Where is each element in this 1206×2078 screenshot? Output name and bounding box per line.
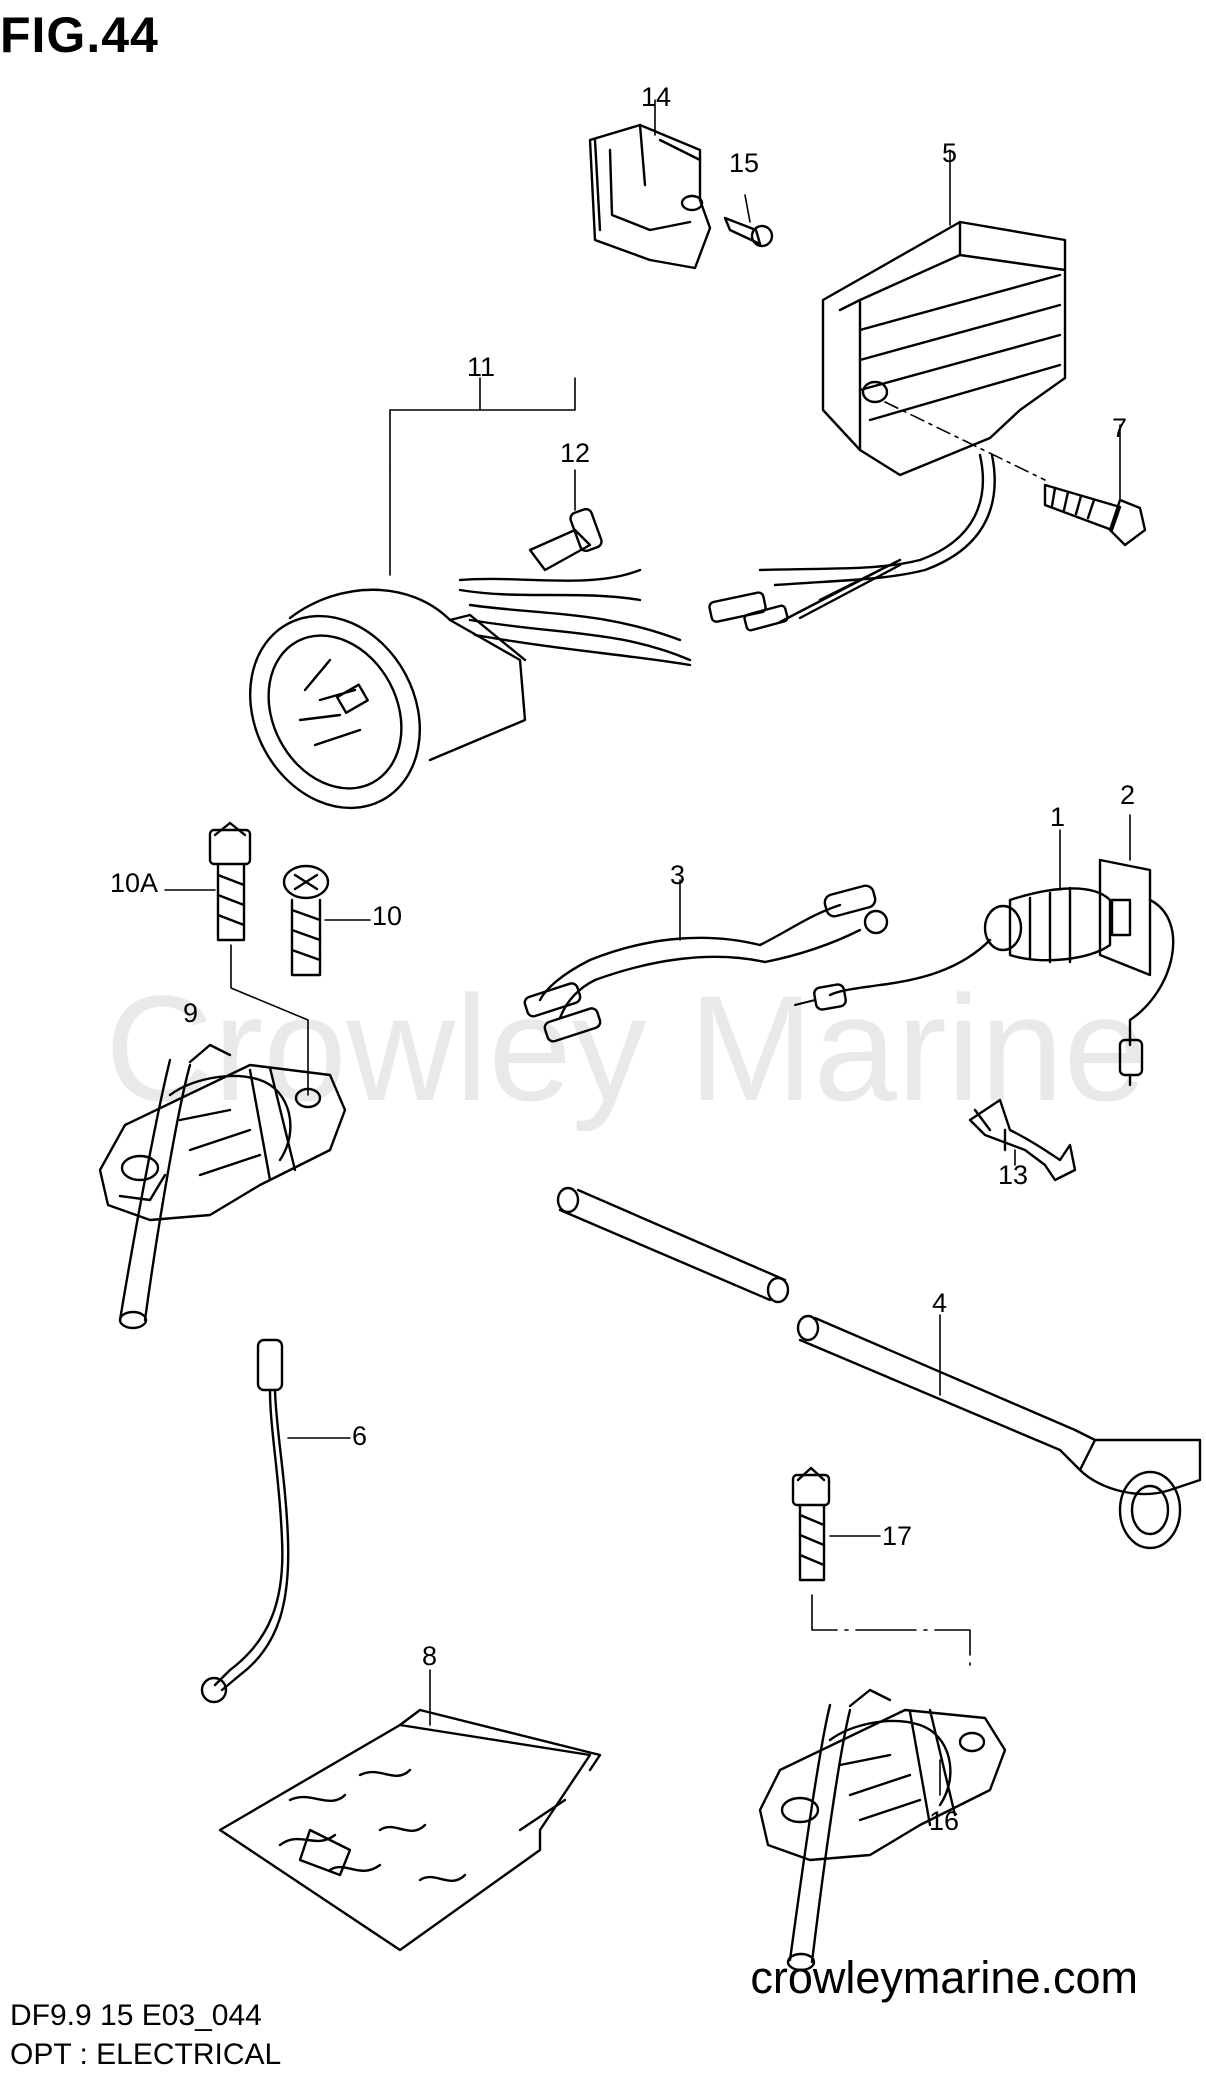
figure-caption: OPT : ELECTRICAL (10, 2038, 282, 2071)
site-url[interactable]: crowleymarine.com (750, 1952, 1138, 2003)
callout-13: 13 (998, 1160, 1028, 1190)
part-16-coil (758, 1688, 1007, 1972)
part-11-tachometer (248, 377, 692, 810)
part-7-bolt (1043, 424, 1147, 547)
callout-16: 16 (929, 1806, 959, 1836)
callout-10a: 10A (110, 868, 158, 898)
callout-15: 15 (729, 148, 759, 178)
callout-8: 8 (422, 1641, 437, 1671)
callout-12: 12 (560, 438, 590, 468)
part-2-plate (1098, 814, 1175, 1087)
part-4-cable (556, 1186, 1202, 1550)
part-1-switch (794, 829, 1112, 1011)
callout-9: 9 (183, 998, 198, 1028)
callout-6: 6 (352, 1421, 367, 1451)
callout-7: 7 (1112, 413, 1127, 443)
part-17-bolt (791, 1466, 971, 1666)
part-8-tie-bag (218, 1669, 602, 1952)
part-14-bracket (588, 99, 712, 270)
part-3-harness (523, 879, 889, 1043)
part-10a-bolt (164, 821, 309, 1096)
callout-4: 4 (932, 1288, 947, 1318)
part-9-coil (98, 1043, 347, 1330)
figure-code: DF9.9 15 E03_044 (10, 1999, 262, 2032)
figure-title: FIG.44 (0, 7, 159, 63)
callout-3: 3 (670, 860, 685, 890)
part-5-rectifier (708, 149, 1067, 632)
callout-17: 17 (882, 1521, 912, 1551)
part-13-clip (968, 1098, 1077, 1182)
part-12-bulb (528, 469, 603, 572)
callout-5: 5 (942, 138, 957, 168)
callout-14: 14 (641, 82, 671, 112)
part-10-screw (282, 864, 371, 977)
callout-10: 10 (372, 901, 402, 931)
callout-2: 2 (1120, 780, 1135, 810)
callout-1: 1 (1050, 802, 1065, 832)
callout-labels: 14 15 5 11 12 7 10A 10 3 1 2 9 13 4 6 17… (110, 82, 1135, 1836)
part-15-screw (723, 194, 774, 248)
callout-11: 11 (467, 352, 495, 382)
part-6-ground-lead (200, 1338, 351, 1704)
